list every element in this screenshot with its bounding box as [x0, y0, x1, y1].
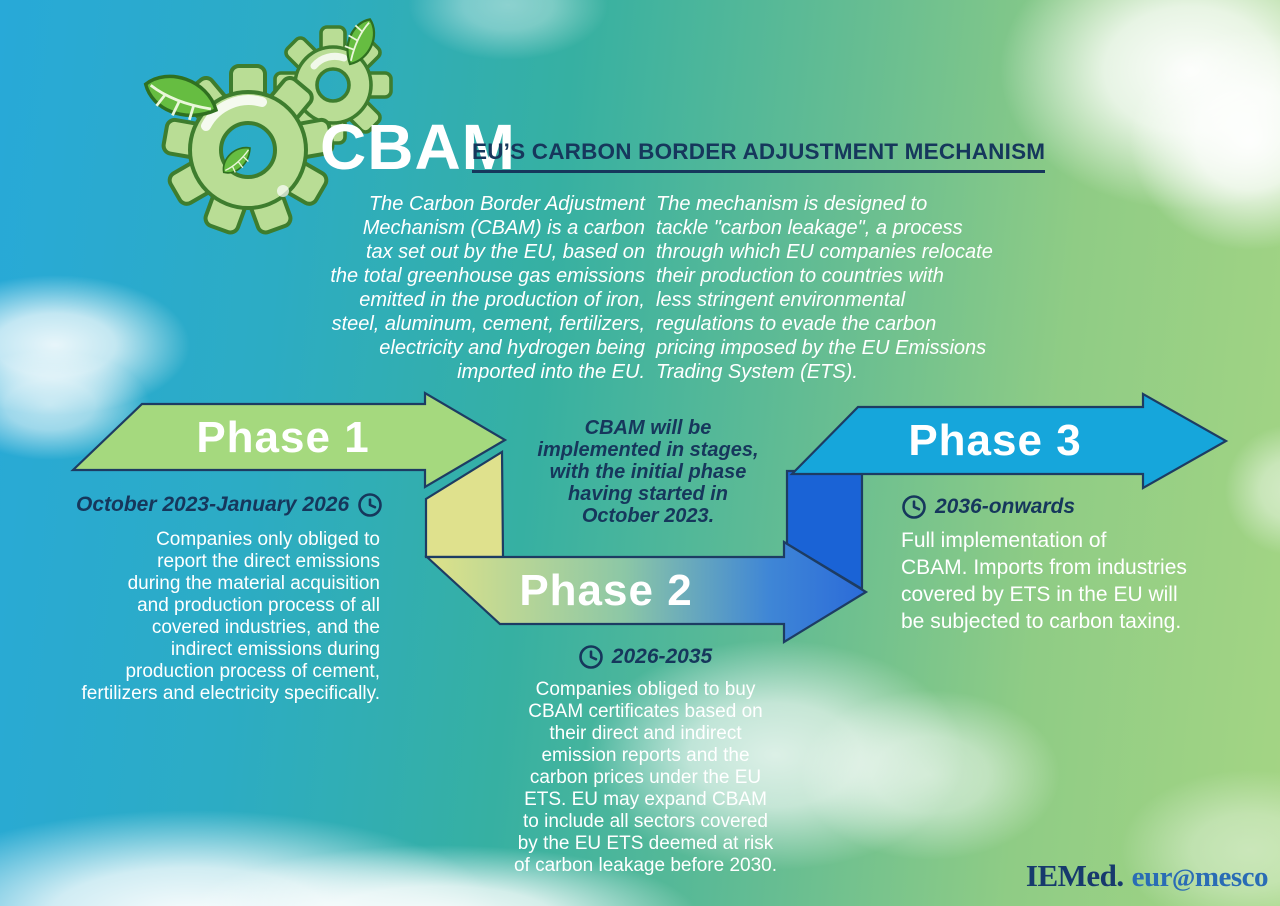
footer-logos: IEMed. eur@mesco [1025, 858, 1269, 894]
phase-2-arrow [424, 540, 869, 644]
phase-2-label: Phase 2 [519, 566, 693, 615]
gear-small-highlight [310, 52, 348, 70]
iemed-logo: IEMed. [1025, 858, 1124, 893]
phase-1-period: October 2023-January 2026 [76, 492, 383, 518]
intro-right-paragraph: The mechanism is designed to tackle "car… [656, 193, 993, 383]
euromesco-text-post: mesco [1194, 861, 1269, 893]
intro-left-paragraph: The Carbon Border Adjustment Mechanism (… [330, 193, 645, 383]
gear-small-hole [315, 67, 351, 103]
page-subtitle: EU’S CARBON BORDER ADJUSTMENT MECHANISM [472, 139, 1046, 173]
phase-2-period-text: 2026-2035 [611, 645, 713, 668]
clock-icon [902, 495, 926, 519]
at-symbol-icon: @ [1172, 865, 1195, 892]
clock-icon [358, 493, 382, 517]
phase-3-period: 2036-onwards [901, 494, 1075, 520]
phase-3-label: Phase 3 [908, 416, 1082, 465]
phase-1-period-text: October 2023-January 2026 [76, 493, 350, 516]
phase-3-description: Full implementation of CBAM. Imports fro… [901, 529, 1187, 633]
timeline-note: CBAM will be implemented in stages, with… [537, 417, 759, 527]
phase-1-description: Companies only obliged to report the dir… [81, 529, 380, 704]
euromesco-logo: eur@mesco [1131, 861, 1269, 894]
clock-icon [578, 645, 603, 669]
phase-1-label: Phase 1 [196, 413, 370, 462]
euromesco-text-pre: eur [1131, 861, 1173, 893]
phase-1-arrow [70, 391, 508, 489]
phase-3-arrow [789, 392, 1229, 490]
phase-2-description: Companies obliged to buy CBAM certificat… [513, 679, 778, 876]
gear-large-highlight [201, 95, 267, 131]
gear-large-glint [277, 185, 289, 197]
phase-3-period-text: 2036-onwards [935, 495, 1076, 518]
gear-large-hole [219, 121, 277, 179]
phase-2-period: 2026-2035 [480, 644, 810, 670]
